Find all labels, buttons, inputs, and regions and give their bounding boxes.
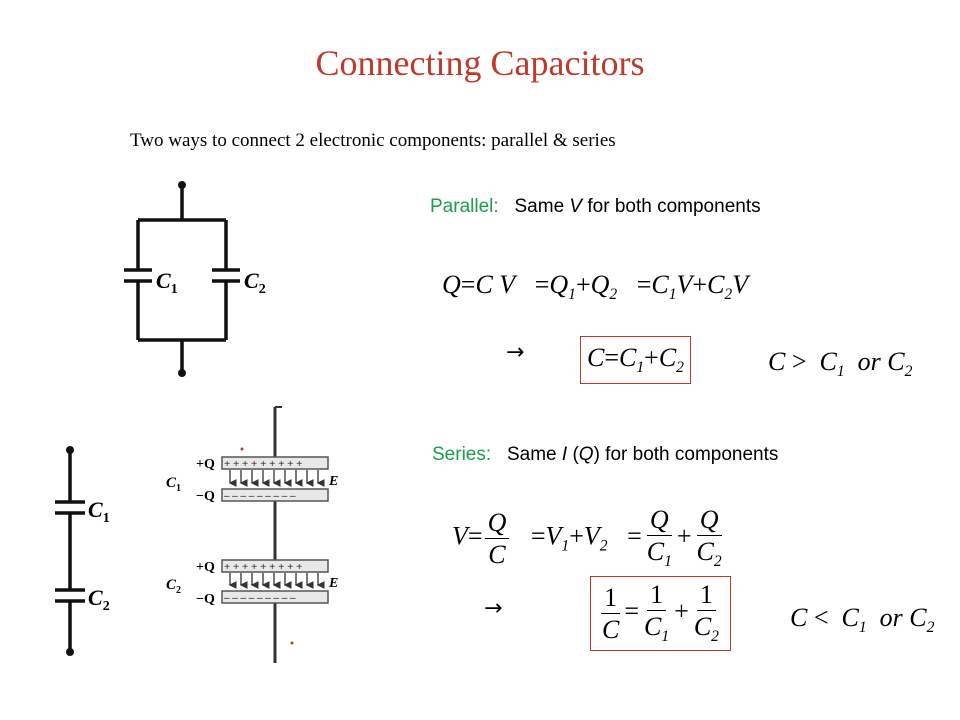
series-top-terminal xyxy=(66,446,74,454)
series-plates-field-diagram: + + + + + + + + + – – – – – – – – – + + … xyxy=(166,406,338,663)
field-label-upper: E xyxy=(328,474,338,489)
plate-minus-q-lower: −Q xyxy=(196,592,215,607)
parallel-c2-label: C2 xyxy=(244,268,266,297)
series-label: Series: xyxy=(432,444,492,465)
parallel-heading: Parallel: Same V for both components xyxy=(430,196,761,217)
lower-capacitor-plates: + + + + + + + + + – – – – – – – – – xyxy=(221,559,329,604)
series-heading: Series: Same I (Q) for both components xyxy=(432,444,779,465)
parallel-circuit-diagram: C1 C2 xyxy=(124,181,266,377)
field-label-lower: E xyxy=(328,576,338,591)
plate-c2-label: C2 xyxy=(166,577,181,596)
series-bottom-terminal xyxy=(66,648,74,656)
series-c2-label: C2 xyxy=(88,585,110,614)
bottom-terminal xyxy=(178,369,186,377)
upper-capacitor-plates: + + + + + + + + + – – – – – – – – – xyxy=(221,456,329,502)
parallel-equation-charge: Q=C V =Q1+Q2 =C1V+C2V xyxy=(442,270,749,304)
series-c1-label: C1 xyxy=(88,497,110,526)
svg-text:+ + + + + + + + +: + + + + + + + + + xyxy=(224,561,302,573)
plate-c1-label: C1 xyxy=(166,475,181,494)
top-terminal xyxy=(178,181,186,189)
parallel-c1-label: C1 xyxy=(156,268,178,297)
intro-text: Two ways to connect 2 electronic compone… xyxy=(130,130,616,151)
implies-arrow-series: → xyxy=(484,596,503,621)
page-title: Connecting Capacitors xyxy=(315,43,645,83)
series-circuit-diagram: C1 C2 xyxy=(55,446,110,656)
parallel-result-box: C=C1+C2 xyxy=(580,336,691,385)
plate-plus-q-upper: +Q xyxy=(196,457,215,472)
series-comparison: C < C1 or C2 xyxy=(790,603,935,637)
svg-text:– – – – – – – – –: – – – – – – – – – xyxy=(223,490,296,502)
implies-arrow-parallel: → xyxy=(506,340,525,365)
parallel-comparison: C > C1 or C2 xyxy=(768,347,913,381)
plate-minus-q-upper: −Q xyxy=(196,489,215,504)
svg-text:– – – – – – – – –: – – – – – – – – – xyxy=(223,592,296,604)
svg-text:+ + + + + + + + +: + + + + + + + + + xyxy=(224,458,302,470)
parallel-label: Parallel: xyxy=(430,196,499,217)
plate-plus-q-lower: +Q xyxy=(196,560,215,575)
